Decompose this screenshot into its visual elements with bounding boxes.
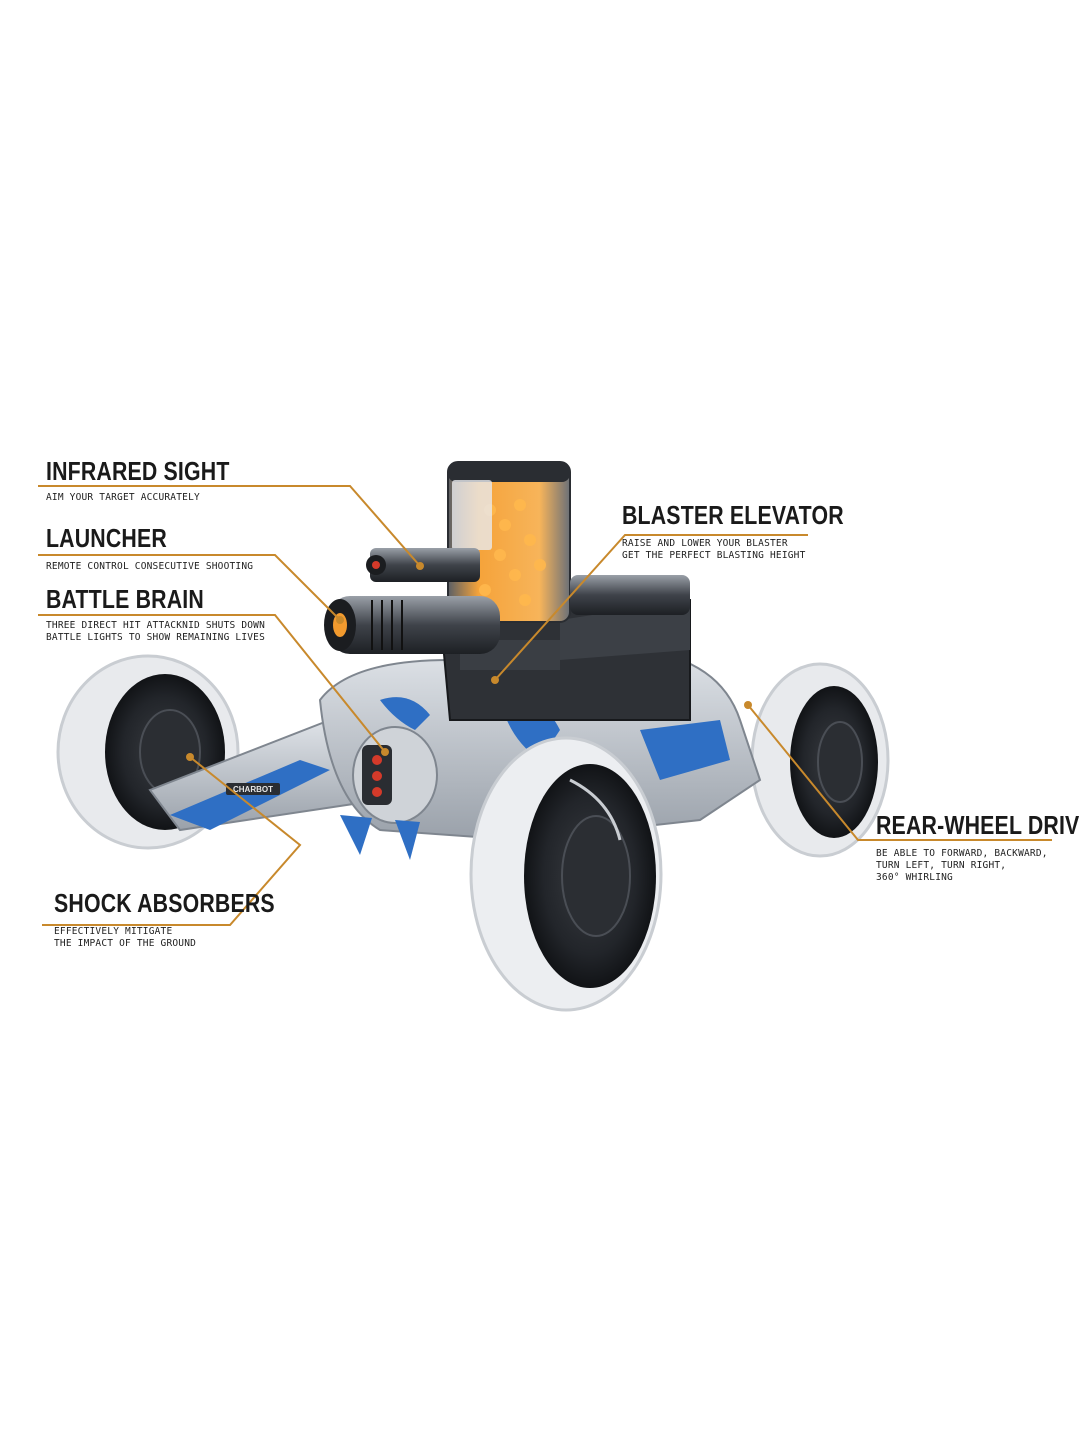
callout-description: EFFECTIVELY MITIGATE THE IMPACT OF THE G… (54, 926, 323, 950)
callout-desc-line: BATTLE LIGHTS TO SHOW REMAINING LIVES (46, 632, 266, 643)
callout-desc-line: BE ABLE TO FORWARD, BACKWARD, (876, 848, 1048, 859)
callout-description: AIM YOUR TARGET ACCURATELY (46, 492, 270, 504)
callout-description: BE ABLE TO FORWARD, BACKWARD, TURN LEFT,… (876, 848, 1080, 884)
callout-title: SHOCK ABSORBERS (54, 888, 275, 918)
callout-desc-line: TURN LEFT, TURN RIGHT, (876, 860, 1007, 871)
callout-desc-line: 360° WHIRLING (876, 872, 953, 883)
front-right-wheel (469, 736, 663, 1012)
callout-infrared-sight: INFRARED SIGHT AIM YOUR TARGET ACCURATEL… (46, 456, 270, 504)
callout-desc-line: REMOTE CONTROL CONSECUTIVE SHOOTING (46, 561, 254, 572)
callout-rear-wheel-drive: REAR-WHEEL DRIVE BE ABLE TO FORWARD, BAC… (876, 810, 1080, 884)
callout-desc-line: THREE DIRECT HIT ATTACKNID SHUTS DOWN (46, 620, 266, 631)
callout-shock-absorbers: SHOCK ABSORBERS EFFECTIVELY MITIGATE THE… (54, 888, 323, 950)
vehicle-badge-text: CHARBOT (233, 785, 273, 794)
callout-launcher: LAUNCHER REMOTE CONTROL CONSECUTIVE SHOO… (46, 523, 253, 573)
callout-blaster-elevator: BLASTER ELEVATOR RAISE AND LOWER YOUR BL… (622, 500, 892, 562)
callout-battle-brain: BATTLE BRAIN THREE DIRECT HIT ATTACKNID … (46, 584, 265, 644)
callout-description: REMOTE CONTROL CONSECUTIVE SHOOTING (46, 561, 253, 573)
callout-title: LAUNCHER (46, 523, 167, 553)
callout-desc-line: THE IMPACT OF THE GROUND (54, 938, 197, 949)
callout-desc-line: EFFECTIVELY MITIGATE (54, 926, 173, 937)
callout-desc-line: AIM YOUR TARGET ACCURATELY (46, 492, 200, 503)
callout-description: RAISE AND LOWER YOUR BLASTER GET THE PER… (622, 538, 892, 562)
callout-title: BLASTER ELEVATOR (622, 500, 844, 530)
callout-desc-line: GET THE PERFECT BLASTING HEIGHT (622, 550, 806, 561)
callout-leader-lines (38, 485, 1052, 926)
rear-right-wheel (750, 662, 890, 858)
callout-title: INFRARED SIGHT (46, 456, 230, 486)
callout-title: BATTLE BRAIN (46, 584, 204, 614)
callout-title: REAR-WHEEL DRIVE (876, 810, 1080, 840)
callout-desc-line: RAISE AND LOWER YOUR BLASTER (622, 538, 788, 549)
callout-description: THREE DIRECT HIT ATTACKNID SHUTS DOWN BA… (46, 620, 265, 644)
